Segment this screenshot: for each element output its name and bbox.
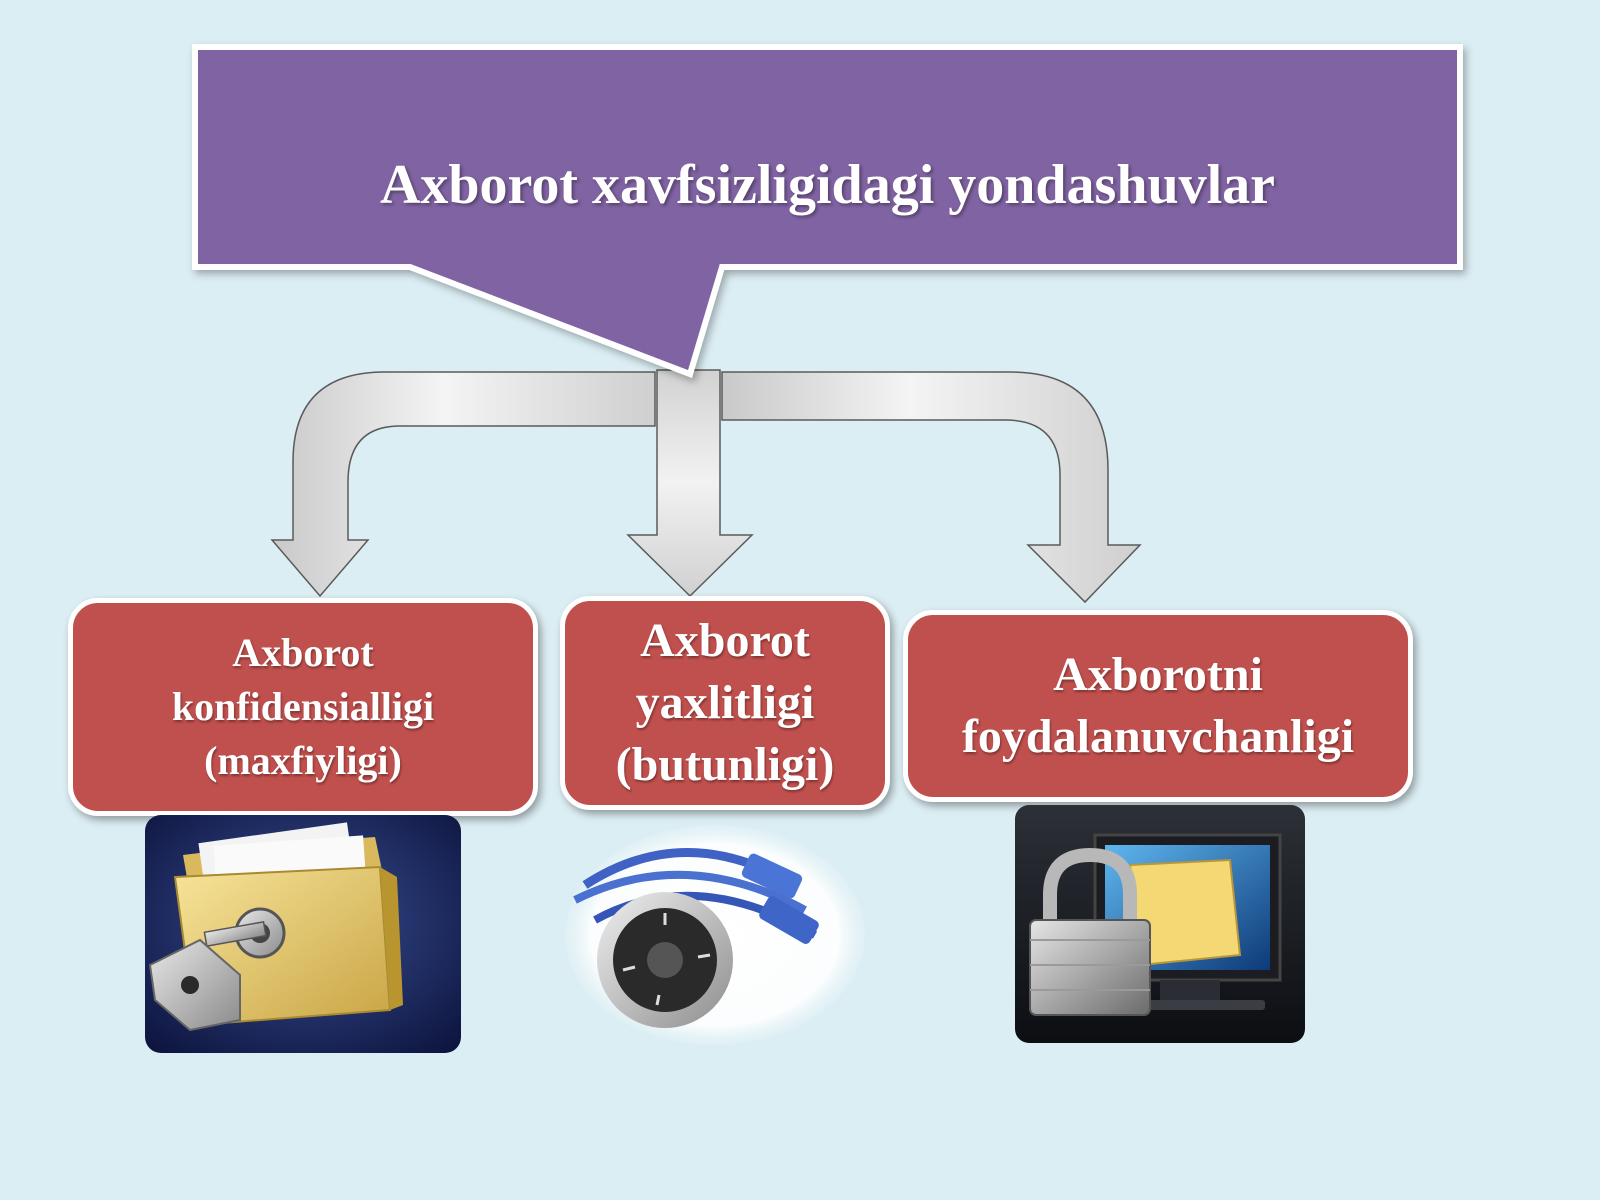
folder-key-lock-icon [145, 815, 461, 1053]
monitor-padlock-icon [1015, 805, 1305, 1043]
box-line: konfidensialligi [171, 684, 435, 729]
concept-box-availability: Axborotni foydalanuvchanligi [903, 610, 1413, 802]
concept-box-integrity: Axborot yaxlitligi (butunligi) [560, 596, 890, 810]
box-line: Axborot [232, 630, 374, 675]
box-line: (maxfiyligi) [204, 738, 402, 783]
box-line: foydalanuvchanligi [961, 710, 1355, 763]
arrow-center [626, 369, 754, 598]
network-cable-combination-lock-icon [565, 825, 865, 1045]
title-callout [192, 44, 1463, 378]
arrow-right [721, 371, 1142, 604]
concept-box-confidentiality: Axborot konfidensialligi (maxfiyligi) [68, 598, 538, 816]
box-line: Axborotni [1053, 648, 1263, 701]
diagram-title: Axborot xavfsizligidagi yondashuvlar [379, 154, 1276, 216]
box-line: yaxlitligi [635, 676, 815, 729]
arrow-left [270, 371, 656, 598]
box-line: Axborot [640, 614, 810, 667]
box-line: (butunligi) [615, 738, 835, 791]
